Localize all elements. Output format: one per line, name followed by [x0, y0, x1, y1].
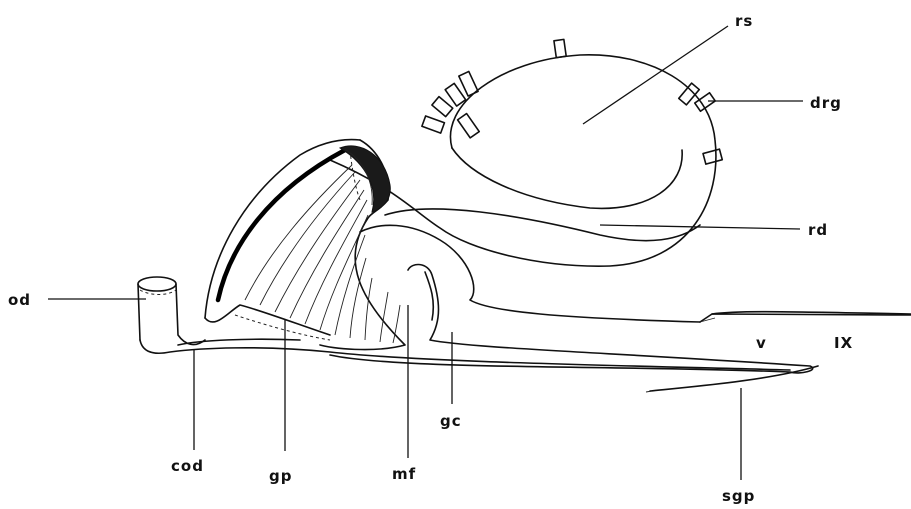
labels: rs drg rd od cod gp mf gc v IX sgp — [8, 12, 853, 505]
label-sgp: sgp — [722, 487, 755, 505]
label-mf: mf — [392, 465, 416, 483]
label-gc: gc — [440, 412, 462, 430]
receptaculum-seminis — [330, 55, 716, 266]
label-ix: IX — [834, 334, 853, 352]
label-v: v — [756, 334, 767, 352]
label-cod: cod — [171, 457, 204, 475]
duct-stubs — [422, 39, 722, 164]
label-gp: gp — [269, 467, 292, 485]
leader-lines — [48, 26, 803, 480]
genital-plate — [205, 140, 405, 350]
label-rd: rd — [808, 221, 828, 239]
oviduct — [138, 277, 790, 370]
label-od: od — [8, 291, 31, 309]
genital-chamber — [330, 265, 813, 373]
label-drg: drg — [810, 94, 842, 112]
label-rs: rs — [735, 12, 753, 30]
